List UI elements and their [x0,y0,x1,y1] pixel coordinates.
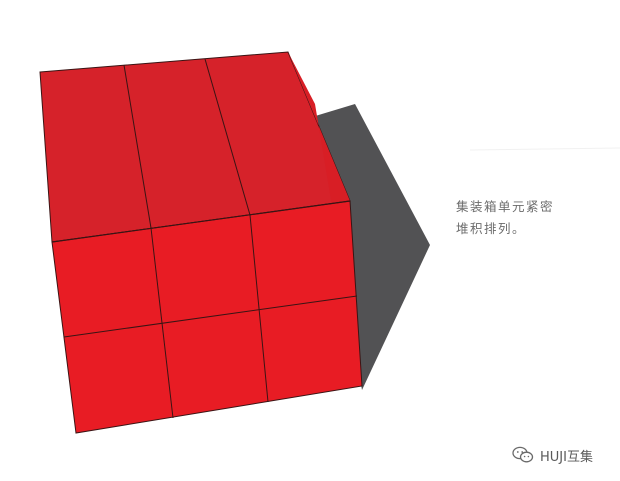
watermark-text: HUJI互集 [540,449,593,465]
caption-line-1: 集装箱单元紧密 [456,199,555,214]
wechat-icon [512,446,534,464]
page-corner-edge [468,140,620,150]
watermark: HUJI互集 [512,444,593,466]
top-divider-2 [204,58,251,216]
front-col-divider-1 [150,227,174,419]
caption: 集装箱单元紧密 堆积排列。 [456,196,606,240]
front-col-divider-2 [249,214,269,403]
top-front-edge [51,200,351,243]
caption-line-2: 堆积排列。 [456,221,527,236]
top-divider-1 [123,64,152,229]
front-row-divider [63,295,358,338]
shadow [312,104,430,390]
page-corner-edge-line [469,147,620,151]
